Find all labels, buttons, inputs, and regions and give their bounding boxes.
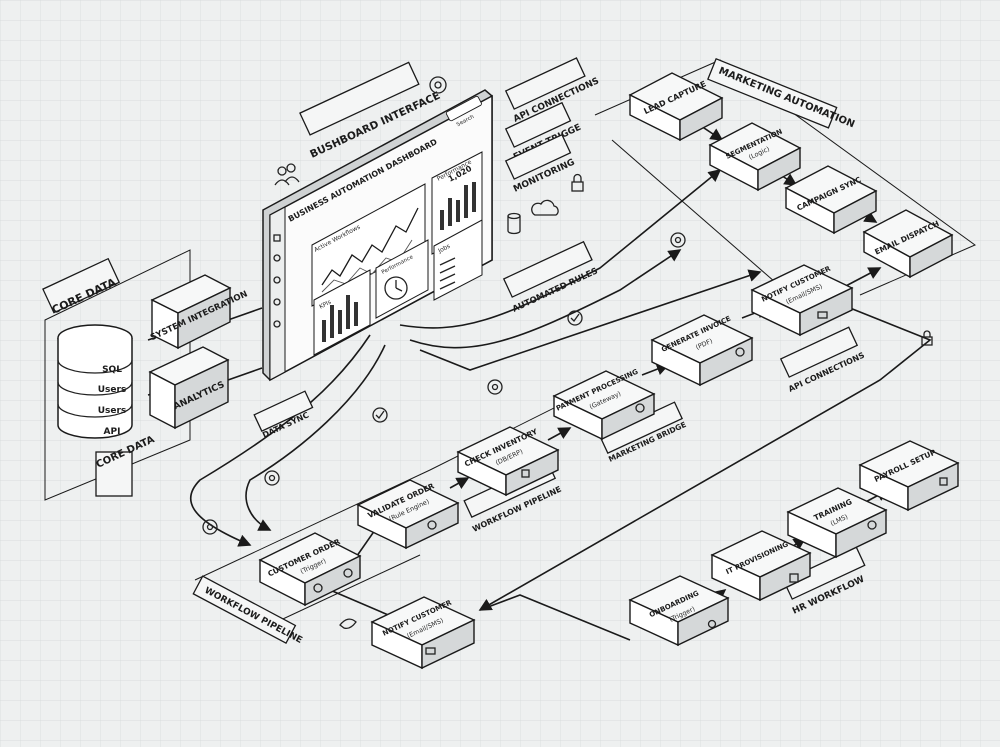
user-icon — [707, 619, 717, 629]
segmentation-box[interactable]: SEGMENTATION (Logic) — [708, 122, 802, 192]
hr-group: HR WORKFLOW ONBOARDING (Trigger) IT PROV… — [628, 440, 960, 647]
core-data-title-tag-2: CORE DATA — [95, 434, 157, 497]
workflow-group: WORKFLOW PIPELINE WORKFLOW PIPELINE CUST… — [192, 264, 854, 670]
server-icon — [939, 477, 948, 486]
api-connections-tag: API CONNECTIONS — [779, 326, 866, 394]
mail-icon — [425, 647, 436, 655]
mail-icon — [817, 311, 828, 319]
lead-capture-box[interactable]: LEAD CAPTURE — [628, 72, 724, 142]
data-sync-tag: DATA SYNC — [253, 390, 314, 440]
marketing-group: MARKETING AUTOMATION LEAD CAPTURE SEGMEN… — [628, 57, 954, 346]
clock-icon — [427, 520, 437, 530]
check-icon — [635, 403, 645, 413]
gear-icon — [867, 520, 877, 530]
database-icon — [507, 212, 521, 235]
check-icon — [567, 310, 583, 326]
automated-rules-tag: AUTOMATED RULES — [502, 240, 600, 315]
it-provisioning-box[interactable]: IT PROVISIONING — [710, 530, 812, 602]
email-dispatch-box[interactable]: EMAIL DISPATCH — [862, 209, 954, 279]
lock-icon — [571, 173, 584, 192]
jobs-panel[interactable]: Jobs — [433, 219, 483, 301]
marketing-title-tag: MARKETING AUTOMATION — [707, 57, 856, 131]
customer-order-box[interactable]: CUSTOMER ORDER (Trigger) — [258, 532, 362, 607]
system-integration-box[interactable]: SYSTEM INTEGRATION — [149, 274, 249, 350]
validate-order-box[interactable]: VALIDATE ORDER (Rule Engine) — [356, 479, 460, 550]
generate-invoice-box[interactable]: GENERATE INVOICE (PDF) — [650, 314, 754, 387]
server-icon — [789, 573, 799, 583]
check-icon — [313, 583, 323, 593]
cloud-icon — [531, 199, 559, 216]
marketing-title: MARKETING AUTOMATION — [717, 66, 856, 131]
user-icon — [343, 568, 353, 578]
core-data-group: CORE DATA SQL Users Users API CORE DATA … — [42, 249, 249, 501]
db-layer-users-1: Users — [98, 385, 127, 395]
core-data-title-tag: CORE DATA — [42, 257, 121, 317]
db-layer-api: API — [104, 427, 121, 437]
gear-icon — [264, 470, 280, 486]
notify-customer-box-bottom[interactable]: NOTIFY CUSTOMER (Email/SMS) — [370, 596, 476, 670]
bird-icon — [339, 618, 357, 630]
campaign-sync-box[interactable]: CAMPAIGN SYNC — [784, 165, 878, 235]
analytics-box[interactable]: ANALYTICS — [148, 346, 230, 430]
gear-icon — [202, 519, 218, 535]
db-layer-users-2: Users — [98, 406, 127, 416]
onboarding-box[interactable]: ONBOARDING (Trigger) — [628, 575, 730, 647]
checkbox-icon — [521, 469, 530, 478]
dashboard-monitor[interactable]: BUSINESS AUTOMATION DASHBOARD Search Act… — [262, 89, 493, 382]
lock-icon — [921, 330, 933, 346]
check-icon — [372, 407, 388, 423]
gear-icon — [670, 232, 686, 248]
payroll-setup-box[interactable]: PAYROLL SETUP — [858, 440, 960, 512]
gear-icon — [487, 379, 503, 395]
check-icon — [735, 347, 745, 357]
dashboard-group: BUSHBOARD INTERFACE BUSINESS AUTOMATION … — [262, 57, 601, 382]
database-stack-icon: SQL Users Users API — [57, 324, 133, 439]
gear-icon — [429, 76, 447, 94]
db-layer-sql: SQL — [102, 365, 122, 375]
users-icon — [274, 163, 300, 186]
notify-customer-box-top[interactable]: NOTIFY CUSTOMER (Email/SMS) — [750, 264, 854, 337]
kpis-panel[interactable]: KPIs — [313, 269, 371, 356]
training-box[interactable]: TRAINING (LMS) — [786, 487, 888, 559]
check-inventory-box[interactable]: CHECK INVENTORY (DB/ERP) — [456, 426, 560, 497]
